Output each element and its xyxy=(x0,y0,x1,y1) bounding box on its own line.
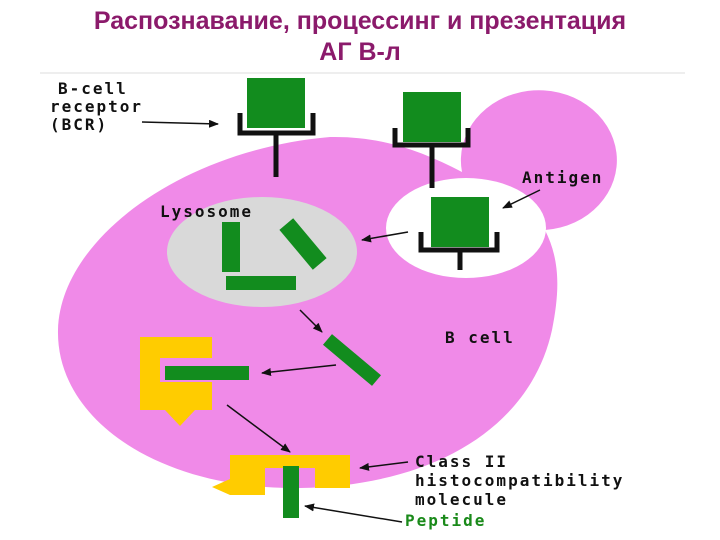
bcr-1-antigen xyxy=(247,78,305,128)
internalized-antigen xyxy=(431,197,489,247)
free-peptide xyxy=(322,334,382,386)
title-line-1: Распознавание, процессинг и презентация xyxy=(93,7,627,35)
bcr-2-antigen xyxy=(403,92,461,142)
arrow-bcr xyxy=(141,119,219,128)
slide-title: Распознавание, процессинг и презентация … xyxy=(0,6,720,68)
bcr-receptor-2 xyxy=(392,92,471,188)
internalized-bcr xyxy=(418,197,500,270)
arrow-to-lysosome xyxy=(361,231,409,243)
antigen-fragment-3 xyxy=(226,276,296,290)
arrow-peptide xyxy=(304,503,403,523)
mhc-class-ii-internal xyxy=(140,337,249,426)
mhc-bound-peptide xyxy=(165,366,249,380)
arrow-to-surface xyxy=(226,404,291,453)
mhc-label-line-3: molecule xyxy=(415,490,508,509)
bcr-label-line-1: B-cell xyxy=(58,79,128,98)
lysosome xyxy=(167,197,357,307)
mhc-label-line-2: histocompatibility xyxy=(415,471,624,490)
mhc-label-line-1: Class II xyxy=(415,452,508,471)
peptide-label: Peptide xyxy=(405,511,486,530)
antigen-fragment-2 xyxy=(279,218,327,270)
presented-peptide xyxy=(283,466,299,518)
lysosome-label: Lysosome xyxy=(160,202,253,221)
arrow-antigen xyxy=(502,189,541,209)
arrow-mhc xyxy=(359,461,409,471)
b-cell-label: B cell xyxy=(445,328,515,347)
b-cell-body xyxy=(57,90,617,489)
bcr-receptor-1 xyxy=(237,78,316,177)
mhc-class-ii-surface xyxy=(212,455,350,518)
antigen-fragment-1 xyxy=(222,222,240,272)
bcr-label-line-3: (BCR) xyxy=(50,115,108,134)
antigen-label: Antigen xyxy=(522,168,603,187)
title-line-2: АГ В-л xyxy=(319,38,401,66)
arrow-peptide-loading xyxy=(261,364,337,377)
arrow-peptide-release xyxy=(299,309,323,333)
bcr-label-line-2: receptor xyxy=(50,97,143,116)
